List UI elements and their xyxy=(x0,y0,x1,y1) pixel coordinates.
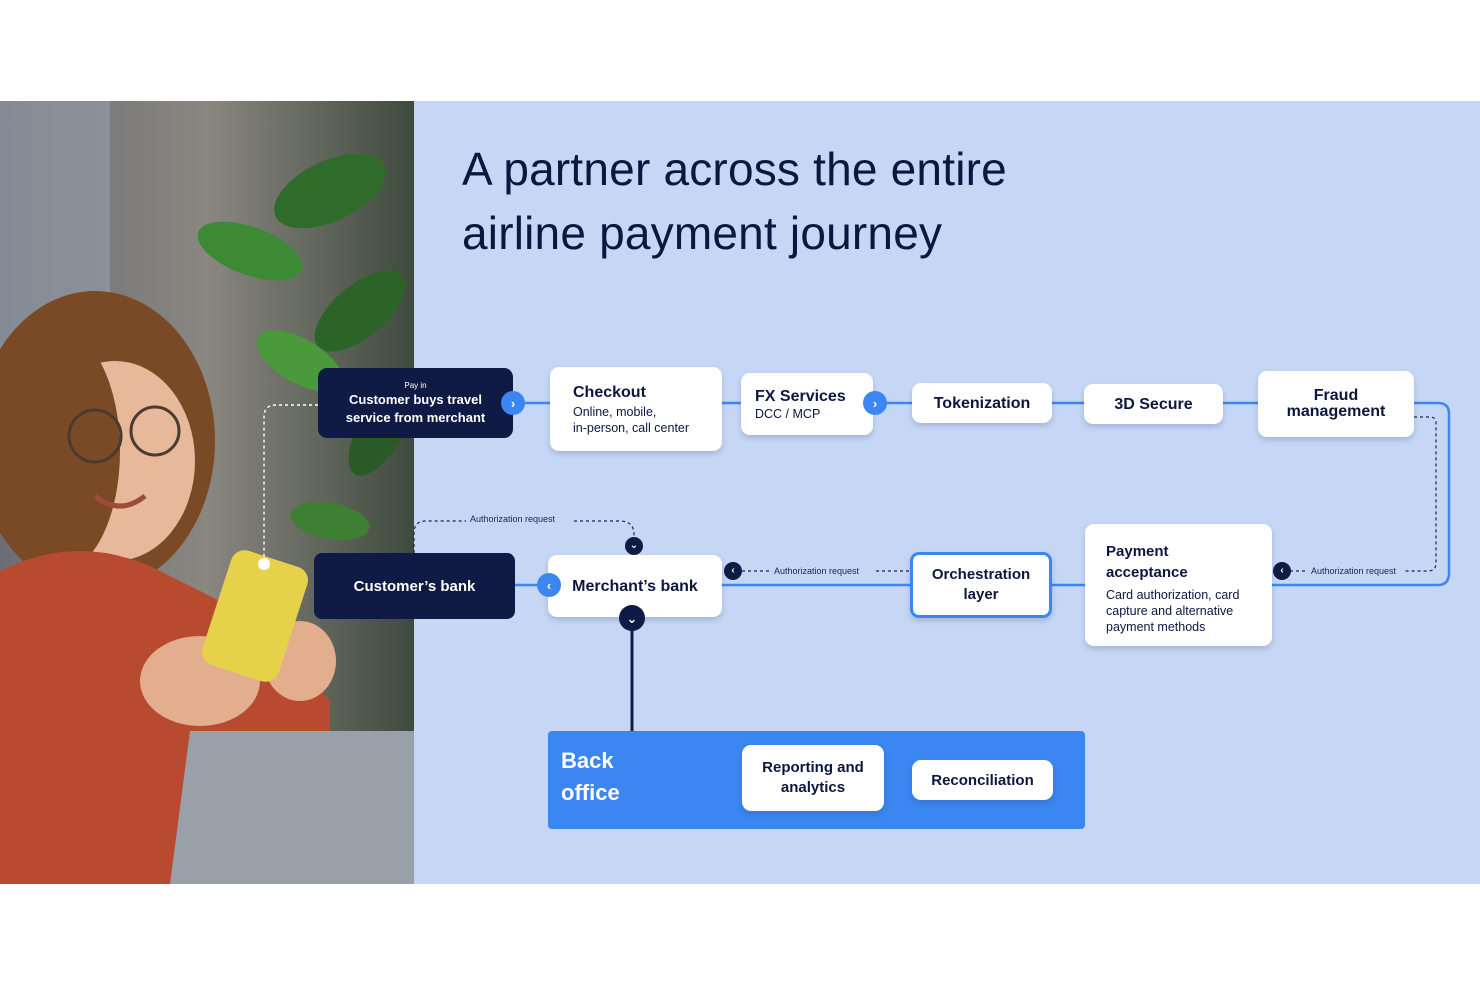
orchestration-layer-node[interactable]: Orchestration layer xyxy=(910,552,1052,618)
chevron-left-icon: ‹ xyxy=(1273,562,1291,580)
payment-acceptance-line-2: acceptance xyxy=(1106,564,1188,581)
fraud-line-1: Fraud xyxy=(1313,387,1359,404)
auth-request-label-middle: Authorization request xyxy=(770,566,864,576)
fx-services-node[interactable]: FX Services DCC / MCP xyxy=(741,373,873,435)
fraud-line-2: management xyxy=(1286,403,1386,420)
chevron-down-icon: ⌄ xyxy=(619,605,645,631)
title-line-1: A partner across the entire xyxy=(462,143,1007,195)
back-office-line-1: Back xyxy=(561,748,614,773)
checkout-title: Checkout xyxy=(573,384,646,401)
fx-services-sub: DCC / MCP xyxy=(755,407,821,421)
payment-acceptance-line-1: Payment xyxy=(1106,543,1169,560)
reporting-line-2: analytics xyxy=(780,779,846,796)
chevron-right-icon: › xyxy=(501,391,525,415)
auth-request-label-right: Authorization request xyxy=(1307,566,1401,576)
reconciliation-title: Reconciliation xyxy=(931,771,1034,789)
page-title: A partner across the entire airline paym… xyxy=(462,137,1162,265)
payment-acceptance-sub-3: payment methods xyxy=(1106,620,1206,634)
payment-acceptance-sub-1: Card authorization, card xyxy=(1106,588,1240,602)
checkout-sub-2: in-person, call center xyxy=(573,421,690,435)
fx-services-title: FX Services xyxy=(755,388,846,405)
3d-secure-title: 3D Secure xyxy=(1114,395,1193,413)
payment-acceptance-sub-2: capture and alternative xyxy=(1106,604,1234,618)
chevron-left-icon: ‹ xyxy=(537,573,561,597)
back-office-line-2: office xyxy=(561,780,620,805)
woman-with-phone-photo xyxy=(0,101,414,884)
3d-secure-node[interactable]: 3D Secure xyxy=(1084,384,1223,424)
customer-line-2: service from merchant xyxy=(345,409,486,425)
customers-bank-title: Customer’s bank xyxy=(353,577,476,595)
reconciliation-node[interactable]: Reconciliation xyxy=(912,760,1053,800)
tokenization-node[interactable]: Tokenization xyxy=(912,383,1052,423)
reporting-analytics-node[interactable]: Reporting and analytics xyxy=(742,745,884,811)
auth-request-label-top: Authorization request xyxy=(466,514,560,524)
orchestration-line-1: Orchestration xyxy=(931,566,1031,583)
chevron-left-icon: ‹ xyxy=(724,562,742,580)
title-line-2: airline payment journey xyxy=(462,207,943,259)
merchants-bank-title: Merchant’s bank xyxy=(572,577,698,595)
customer-line-1: Customer buys travel xyxy=(349,391,482,407)
fraud-management-node[interactable]: Fraud management xyxy=(1258,371,1414,437)
chevron-right-icon: › xyxy=(863,391,887,415)
phone-touch-point xyxy=(258,558,270,570)
payment-acceptance-node[interactable]: Payment acceptance Card authorization, c… xyxy=(1085,524,1272,646)
reporting-line-1: Reporting and xyxy=(762,759,864,776)
customers-bank-node[interactable]: Customer’s bank xyxy=(314,553,515,619)
orchestration-line-2: layer xyxy=(963,586,999,603)
customer-pay-in-label: Pay in xyxy=(404,380,427,390)
customer-buys-node[interactable]: Pay in Customer buys travel service from… xyxy=(318,368,513,438)
tokenization-title: Tokenization xyxy=(933,394,1031,412)
slide: A partner across the entire airline paym… xyxy=(0,101,1480,884)
back-office-title: Back office xyxy=(561,745,620,809)
chevron-down-icon: ⌄ xyxy=(625,537,643,555)
checkout-sub-1: Online, mobile, xyxy=(573,405,657,419)
checkout-node[interactable]: Checkout Online, mobile, in-person, call… xyxy=(550,367,722,451)
